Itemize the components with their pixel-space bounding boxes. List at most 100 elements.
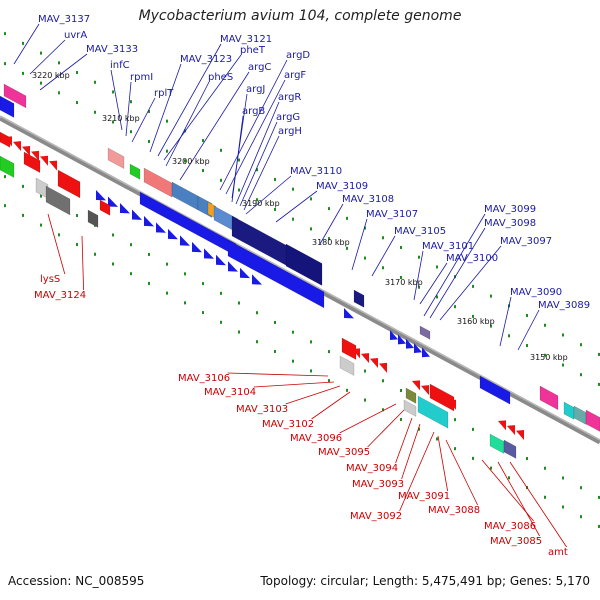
cds-forward-arrow (226, 240, 234, 250)
tick-dot (4, 204, 6, 208)
leader-line (429, 227, 486, 319)
cds-reverse-arrow (31, 150, 39, 161)
cds-reverse-arrow (361, 353, 369, 364)
gene-label-forward: argC (248, 62, 271, 73)
tick-dot (598, 495, 600, 499)
tick-dot (112, 233, 114, 237)
gene-label-reverse: MAV_3093 (352, 479, 404, 490)
gene-label-forward: infC (110, 60, 130, 71)
gene-label-forward: argJ (246, 84, 265, 95)
leader-line (157, 43, 222, 157)
tick-dot (94, 110, 96, 114)
leader-line (339, 403, 397, 434)
tick-dot (436, 295, 438, 299)
tick-dot (544, 323, 546, 327)
tick-dot (418, 427, 420, 431)
tick-dot (454, 418, 456, 422)
gene-label-forward: rpmI (130, 72, 153, 83)
leader-line (437, 435, 448, 492)
gene-label-reverse: MAV_3095 (318, 447, 370, 458)
tick-dot (580, 343, 582, 347)
gene-label-reverse: MAV_3102 (262, 419, 314, 430)
cds-forward-arrow (390, 330, 398, 340)
reverse-gene-labels: lysSMAV_3124MAV_3106MAV_3104MAV_3103MAV_… (34, 274, 568, 558)
tick-dot (220, 291, 222, 295)
leader-line (445, 439, 478, 506)
gene-label-forward: argF (284, 70, 306, 81)
cds-block (285, 243, 323, 286)
tick-dot (112, 90, 114, 94)
tick-dot (472, 284, 474, 288)
gene-label-forward: MAV_3109 (316, 181, 368, 192)
cds-forward-arrow (204, 248, 214, 259)
cds-reverse-arrow (370, 358, 378, 369)
leader-line (319, 203, 344, 245)
gene-label-reverse: MAV_3106 (178, 373, 230, 384)
tick-dot (58, 61, 60, 65)
tick-dot (328, 350, 330, 354)
tick-dot (238, 330, 240, 334)
cds-other-block (573, 405, 587, 425)
leader-line (371, 235, 396, 277)
leader-line (235, 101, 280, 205)
tick-dot (184, 301, 186, 305)
tick-dot (130, 243, 132, 247)
tick-dot (40, 223, 42, 227)
cds-reverse-arrow (13, 141, 21, 152)
cds-forward-arrow (132, 209, 142, 220)
cds-forward-arrow (216, 254, 226, 266)
tick-dot (454, 305, 456, 309)
kbp-tick-label: 3180 kbp (312, 238, 350, 247)
gene-label-forward: MAV_3137 (38, 14, 90, 25)
cds-reverse-arrow (379, 362, 387, 373)
gene-label-forward: argR (278, 92, 301, 103)
rna-block (0, 155, 15, 178)
tick-dot (436, 437, 438, 441)
gene-label-forward: MAV_3090 (510, 287, 562, 298)
gene-label-forward: MAV_3089 (538, 300, 590, 311)
cds-other-block (489, 433, 505, 454)
leader-line (165, 81, 210, 167)
leader-line (239, 121, 278, 207)
tick-dot (274, 207, 276, 211)
tick-dot (112, 262, 114, 266)
tick-dot (562, 363, 564, 367)
cds-forward-arrow (344, 308, 354, 319)
tick-dot (400, 418, 402, 421)
cds-reverse-arrow (352, 348, 360, 359)
tick-dot (382, 379, 384, 383)
tick-dot (148, 109, 150, 113)
cds-other-block (563, 401, 575, 420)
cds-forward-block (227, 239, 325, 309)
cds-reverse-arrow (439, 394, 447, 405)
tick-dot (4, 175, 6, 179)
tick-dot (580, 486, 582, 490)
cds-forward-arrow (120, 202, 130, 214)
tick-dot (22, 184, 24, 188)
tick-dot (310, 369, 312, 373)
tick-dot (238, 158, 240, 162)
genome-summary-text: Topology: circular; Length: 5,475,491 bp… (260, 574, 590, 588)
tick-dot (184, 159, 186, 163)
cds-reverse-arrow (516, 430, 524, 441)
tick-dot (292, 187, 294, 191)
cds-other-block (339, 355, 355, 376)
gene-label-reverse: MAV_3094 (346, 463, 398, 474)
tick-dot (76, 101, 78, 105)
tick-dot (454, 447, 456, 451)
tick-dot (580, 373, 582, 377)
cds-forward-arrow (422, 347, 430, 358)
tick-dot (274, 320, 276, 324)
gene-label-forward: MAV_3097 (500, 236, 552, 247)
cds-forward-arrow (240, 267, 250, 279)
tick-dot (130, 272, 132, 276)
feature-blocks (0, 83, 600, 459)
gene-label-reverse: lysS (40, 274, 60, 285)
tick-dot (526, 344, 528, 348)
tick-dot (112, 120, 114, 124)
cds-reverse-arrow (22, 146, 30, 157)
gene-label-forward: MAV_3107 (366, 209, 418, 220)
cds-block (419, 325, 431, 340)
cds-reverse-arrow (412, 380, 420, 391)
